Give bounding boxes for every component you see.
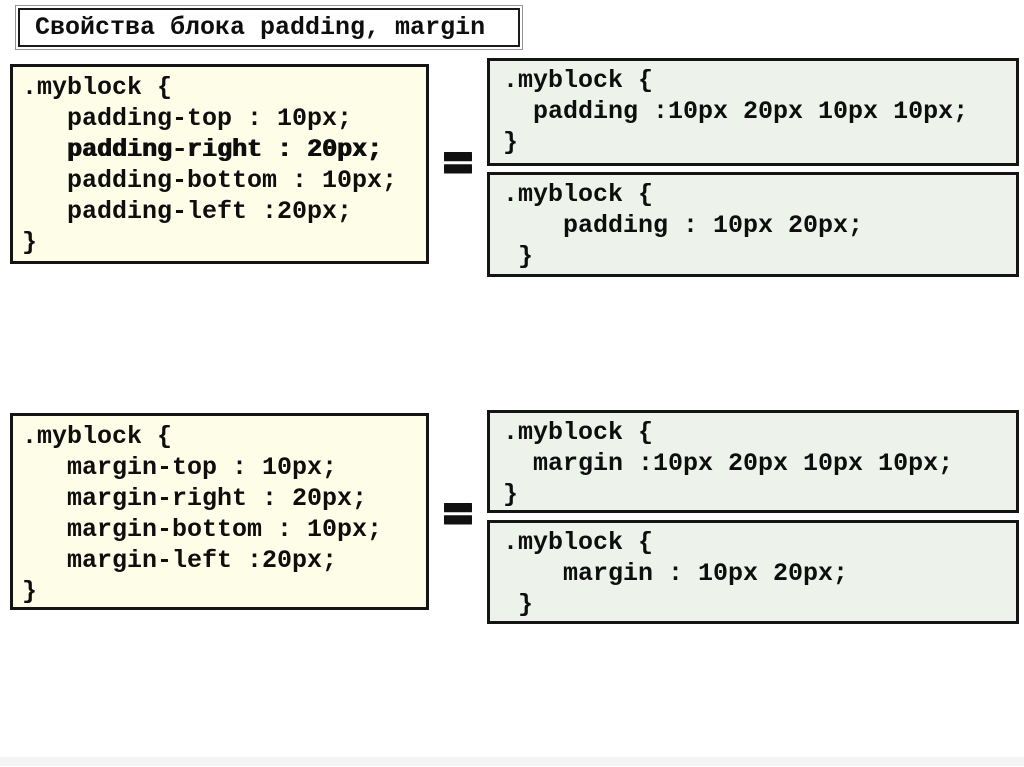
code-line: .myblock {	[503, 418, 654, 447]
code-line: padding-bottom : 10px;	[22, 166, 398, 195]
slide-title: Свойства блока padding, margin	[35, 13, 486, 42]
bottom-edge-strip	[0, 757, 1024, 766]
code-line: .myblock {	[503, 180, 654, 209]
code-line: margin-top : 10px;	[22, 453, 338, 482]
code-line: }	[503, 480, 519, 509]
code-line: .myblock {	[22, 422, 173, 451]
code-line: }	[503, 128, 519, 157]
code-line: margin-bottom : 10px;	[22, 515, 383, 544]
code-line: padding : 10px 20px;	[503, 211, 864, 240]
code-line: padding-left :20px;	[22, 197, 353, 226]
code-line: margin-right : 20px;	[22, 484, 368, 513]
code-line: margin :10px 20px 10px 10px;	[503, 449, 954, 478]
equals-sign: =	[441, 130, 475, 193]
code-line: }	[503, 590, 534, 619]
code-line: .myblock {	[503, 66, 654, 95]
code-line: .myblock {	[503, 528, 654, 557]
padding-longhand-box: .myblock { padding-top : 10px; padding-r…	[10, 64, 429, 264]
margin-shorthand-four-box: .myblock { margin :10px 20px 10px 10px; …	[487, 410, 1019, 513]
margin-longhand-box: .myblock { margin-top : 10px; margin-rig…	[10, 413, 429, 610]
padding-shorthand-two-box: .myblock { padding : 10px 20px; }	[487, 172, 1019, 277]
code-line: }	[503, 242, 534, 271]
equals-sign: =	[441, 481, 475, 544]
margin-shorthand-two-box: .myblock { margin : 10px 20px; }	[487, 520, 1019, 624]
code-line: margin-left :20px;	[22, 546, 338, 575]
padding-shorthand-four-box: .myblock { padding :10px 20px 10px 10px;…	[487, 58, 1019, 166]
code-line: margin : 10px 20px;	[503, 559, 849, 588]
code-line: padding-top : 10px;	[22, 104, 353, 133]
slide-title-box: Свойства блока padding, margin	[15, 5, 523, 50]
code-line-highlighted: padding-right : 20px;	[22, 135, 383, 164]
code-line: }	[22, 577, 38, 606]
code-line: .myblock {	[22, 73, 173, 102]
code-line: }	[22, 228, 38, 257]
code-line: padding :10px 20px 10px 10px;	[503, 97, 969, 126]
